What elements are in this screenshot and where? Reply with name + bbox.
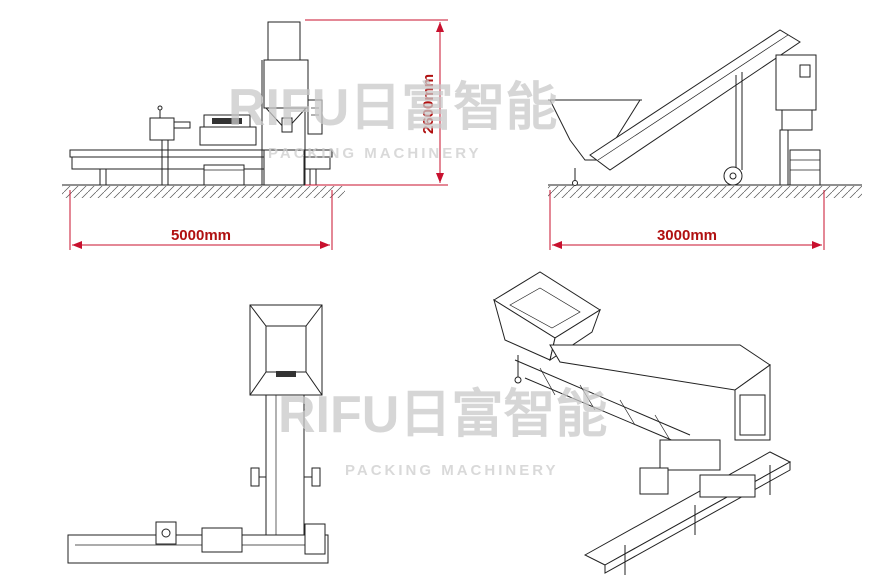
side-view: [548, 29, 862, 198]
top-bottom-conveyor: [67, 534, 329, 564]
front-dimension-length: 5000mm: [69, 190, 333, 250]
top-hopper-inner: [265, 325, 307, 373]
watermark-tagline-bottom: PACKING MACHINERY: [345, 462, 559, 479]
watermark-brand-top: RIFU日富智能: [228, 79, 557, 137]
top-conveyor-column: [265, 394, 305, 556]
front-sewing-head: [149, 117, 175, 141]
watermark-brand-bottom: RIFU日富智能: [278, 386, 607, 444]
dimension-length-left: 5000mm: [171, 227, 231, 244]
watermark-tagline-top: PACKING MACHINERY: [268, 145, 482, 162]
iso-sealer: [659, 439, 721, 471]
side-incline-conveyor: [589, 29, 801, 171]
watermark-top: RIFU日富智能 PACKING MACHINERY: [228, 79, 557, 162]
front-hopper: [267, 21, 301, 61]
front-dimension-height: 2600mm: [305, 19, 448, 186]
dimension-height: 2600mm: [420, 74, 437, 134]
side-ground-hatch: [548, 186, 862, 198]
dimension-length-right: 3000mm: [657, 227, 717, 244]
top-view: [67, 304, 329, 564]
iso-incline-conveyor: [549, 344, 771, 391]
front-view: [62, 21, 345, 198]
side-weigher: [775, 54, 817, 111]
side-dimension-length: 3000mm: [549, 190, 825, 250]
front-weigher: [263, 59, 309, 109]
isometric-view: [493, 271, 792, 575]
watermark-bottom: RIFU日富智能 PACKING MACHINERY: [278, 386, 607, 479]
front-ground-hatch: [62, 186, 345, 198]
front-control-box: [307, 99, 323, 135]
